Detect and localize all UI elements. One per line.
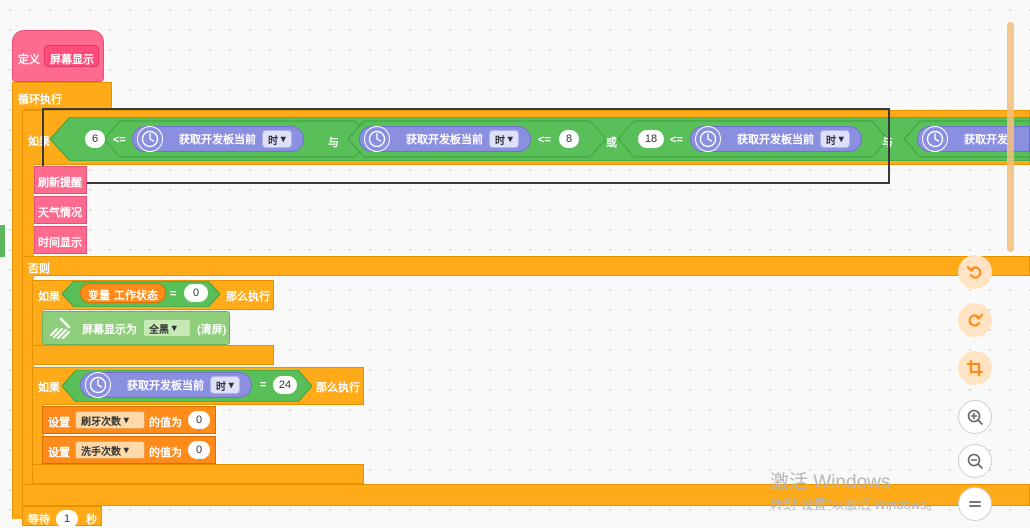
windows-activation-title: 激活 Windows — [770, 472, 891, 493]
clock-icon — [695, 126, 721, 152]
call-time-label: 时间显示 — [38, 237, 82, 249]
redo-icon — [968, 313, 984, 327]
screen-clean-icon — [50, 317, 71, 339]
cond3-operator: <= — [670, 134, 683, 146]
else-bar — [22, 256, 1030, 276]
clock-icon — [922, 126, 948, 152]
call-block-time[interactable]: 时间显示 — [34, 226, 87, 254]
if-b-unit-dropdown[interactable]: 时 ▾ — [210, 376, 240, 394]
if-a-label: 如果 — [38, 291, 60, 303]
screen-suffix: (清屏) — [197, 324, 227, 336]
else-label: 否则 — [28, 263, 50, 275]
cond2-number[interactable]: 8 — [559, 130, 579, 148]
if-b-unit: 时 — [216, 381, 226, 393]
var-label: 变量 — [88, 290, 110, 302]
cond1-number[interactable]: 6 — [85, 130, 105, 148]
set1-var-dropdown[interactable]: 刷牙次数 ▾ — [75, 411, 145, 429]
or1-label: 或 — [606, 137, 617, 149]
cond4-text: 获取开发 — [964, 134, 1008, 146]
if-b-clock-reporter[interactable]: 获取开发板当前 时 ▾ — [80, 372, 252, 398]
crop-icon — [966, 359, 984, 377]
screen-display-label: 屏幕显示为 — [82, 324, 137, 336]
if-main-label: 如果 — [28, 136, 50, 148]
zoom-in-icon — [967, 409, 983, 425]
set2-label: 设置 — [48, 447, 70, 459]
loop-arm — [12, 108, 24, 519]
if-b-bottom — [32, 464, 364, 484]
define-name-text: 屏幕显示 — [50, 54, 94, 66]
call-weather-label: 天气情况 — [38, 207, 82, 219]
wait-value[interactable]: 1 — [56, 510, 78, 528]
set2-mid: 的值为 — [149, 447, 182, 459]
cond3-text: 获取开发板当前 — [737, 134, 814, 146]
variable-reporter[interactable]: 变量 工作状态 — [80, 283, 166, 303]
call-block-refresh[interactable]: 刷新提醒 — [34, 166, 87, 194]
loop-block[interactable] — [12, 82, 112, 110]
crop-button[interactable] — [958, 351, 992, 385]
zoom-out-icon — [967, 453, 983, 469]
reset-zoom-icon — [969, 501, 981, 507]
set2-var-dropdown[interactable]: 洗手次数 ▾ — [75, 441, 145, 459]
cond3-unit: 时 — [826, 135, 836, 147]
clock-icon — [364, 126, 390, 152]
if-a-then: 那么执行 — [226, 291, 270, 303]
wait-unit: 秒 — [86, 514, 97, 526]
windows-activation-sub: 转到"设置"以激活 Windows。 — [770, 497, 940, 512]
wait-label: 等待 — [28, 514, 50, 526]
cond1-text: 获取开发板当前 — [179, 134, 256, 146]
cond1-operator: <= — [113, 134, 126, 146]
if-b-label: 如果 — [38, 382, 60, 394]
loop-label: 循环执行 — [18, 94, 62, 106]
cond3-unit-dropdown[interactable]: 时 ▾ — [820, 130, 850, 148]
cond2-unit: 时 — [495, 135, 505, 147]
undo-button[interactable] — [958, 255, 992, 289]
if-main-arm — [22, 164, 34, 264]
else-arm — [22, 275, 34, 485]
set2-value[interactable]: 0 — [188, 441, 210, 459]
sidebar-accent — [0, 225, 5, 257]
cond1-unit-dropdown[interactable]: 时 ▾ — [262, 130, 292, 148]
screen-option: 全黑 — [149, 324, 169, 336]
var-name: 工作状态 — [114, 290, 158, 302]
and1-label: 与 — [328, 137, 339, 149]
zoom-in-button[interactable] — [958, 400, 992, 434]
vertical-scrollbar[interactable] — [1007, 22, 1014, 252]
if-a-bottom — [32, 345, 274, 365]
cond3-clock-reporter[interactable]: 获取开发板当前 时 ▾ — [690, 126, 862, 152]
clock-icon — [137, 126, 163, 152]
reset-zoom-button[interactable] — [958, 487, 992, 521]
call-refresh-label: 刷新提醒 — [38, 177, 82, 189]
call-block-weather[interactable]: 天气情况 — [34, 196, 87, 224]
if-b-text: 获取开发板当前 — [127, 380, 204, 392]
redo-button[interactable] — [958, 303, 992, 337]
define-name[interactable]: 屏幕显示 — [44, 45, 99, 67]
cond1-unit: 时 — [268, 135, 278, 147]
clock-icon — [85, 372, 111, 398]
and2-label: 与 — [882, 137, 893, 149]
if-b-value[interactable]: 24 — [273, 376, 297, 394]
zoom-out-button[interactable] — [958, 444, 992, 478]
cond2-clock-reporter[interactable]: 获取开发板当前 时 ▾ — [359, 126, 531, 152]
set1-mid: 的值为 — [149, 417, 182, 429]
cond2-text: 获取开发板当前 — [406, 134, 483, 146]
set1-label: 设置 — [48, 417, 70, 429]
cond2-operator: <= — [538, 134, 551, 146]
cond1-clock-reporter[interactable]: 获取开发板当前 时 ▾ — [132, 126, 304, 152]
if-a-value[interactable]: 0 — [184, 284, 208, 302]
screen-option-dropdown[interactable]: 全黑 ▾ — [143, 319, 191, 337]
set1-var: 刷牙次数 — [81, 416, 121, 428]
set1-value[interactable]: 0 — [188, 411, 210, 429]
cond2-unit-dropdown[interactable]: 时 ▾ — [489, 130, 519, 148]
set2-var: 洗手次数 — [81, 446, 121, 458]
if-b-operator: = — [260, 379, 267, 391]
define-label: 定义 — [18, 54, 40, 66]
if-a-operator: = — [170, 288, 177, 300]
screen-display-block[interactable] — [42, 311, 230, 345]
selection-rectangle — [42, 108, 890, 184]
cond3-number[interactable]: 18 — [638, 130, 664, 148]
undo-icon — [966, 265, 982, 279]
if-b-then: 那么执行 — [316, 382, 360, 394]
